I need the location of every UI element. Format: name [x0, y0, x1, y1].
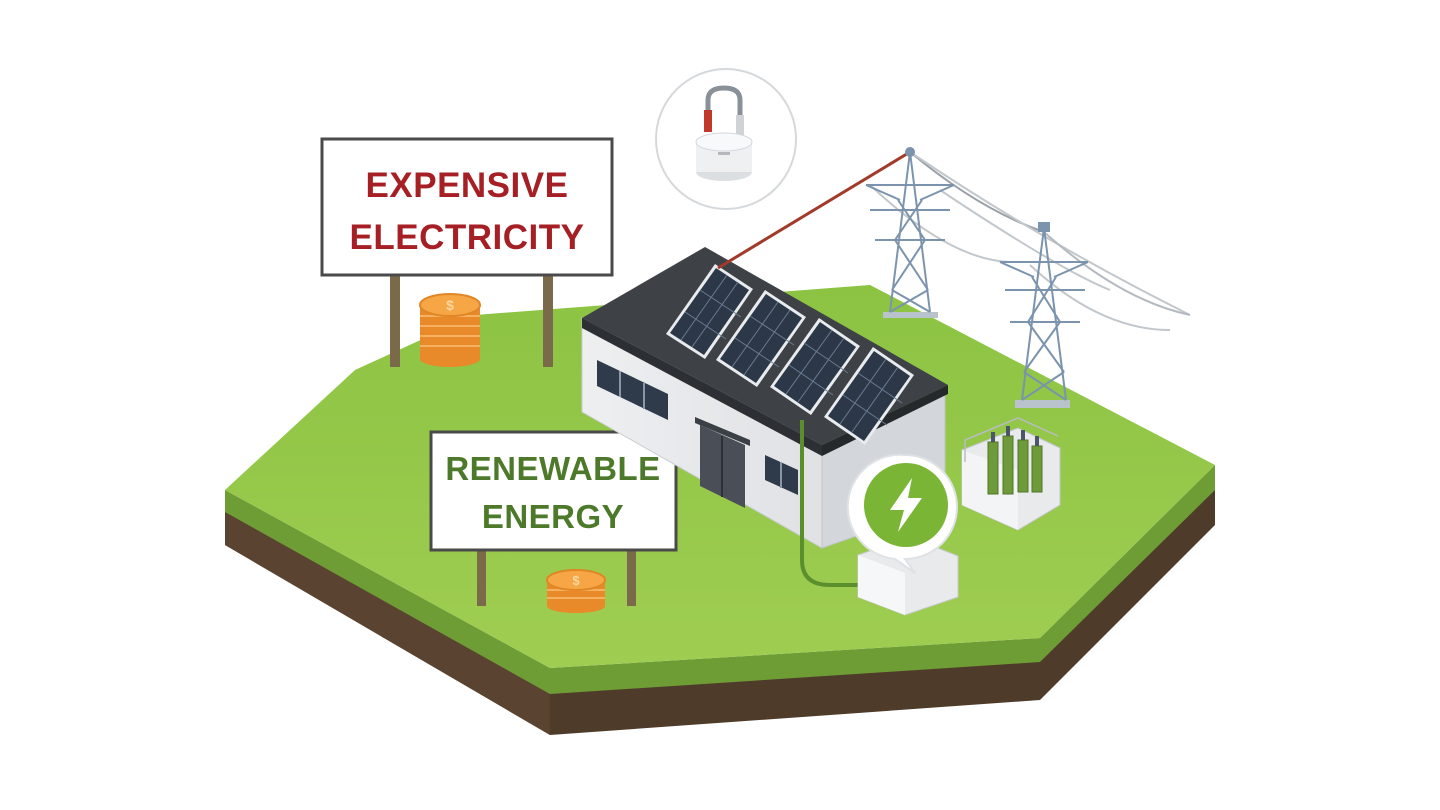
dollar-coin-icon: $ — [572, 573, 580, 588]
solar-panel-icon — [716, 290, 806, 387]
solar-panel-icon — [770, 318, 860, 415]
renewable-line2: ENERGY — [481, 498, 625, 535]
renewable-energy-sign — [429, 430, 678, 606]
transformer-icon — [961, 417, 1061, 531]
solar-panel-icon — [824, 347, 914, 445]
coin-stack-small: $ — [546, 569, 606, 613]
expensive-line1: EXPENSIVE — [365, 166, 569, 205]
meter-clamp-icon — [655, 68, 797, 210]
solar-panel-icon — [666, 264, 753, 359]
expensive-electricity-label: EXPENSIVE ELECTRICITY — [330, 160, 604, 264]
renewable-line1: RENEWABLE — [445, 450, 661, 487]
expensive-line2: ELECTRICITY — [349, 218, 585, 257]
dollar-coin-icon: $ — [446, 297, 454, 313]
transmission-tower-icon — [999, 222, 1089, 408]
renewable-energy-label: RENEWABLE ENERGY — [440, 445, 666, 541]
lightning-bolt-icon — [846, 453, 958, 574]
expensive-electricity-sign — [320, 137, 614, 367]
transmission-tower-icon — [865, 147, 955, 318]
coin-stack-large: $ — [419, 293, 481, 367]
solar-panel-array — [666, 264, 914, 445]
